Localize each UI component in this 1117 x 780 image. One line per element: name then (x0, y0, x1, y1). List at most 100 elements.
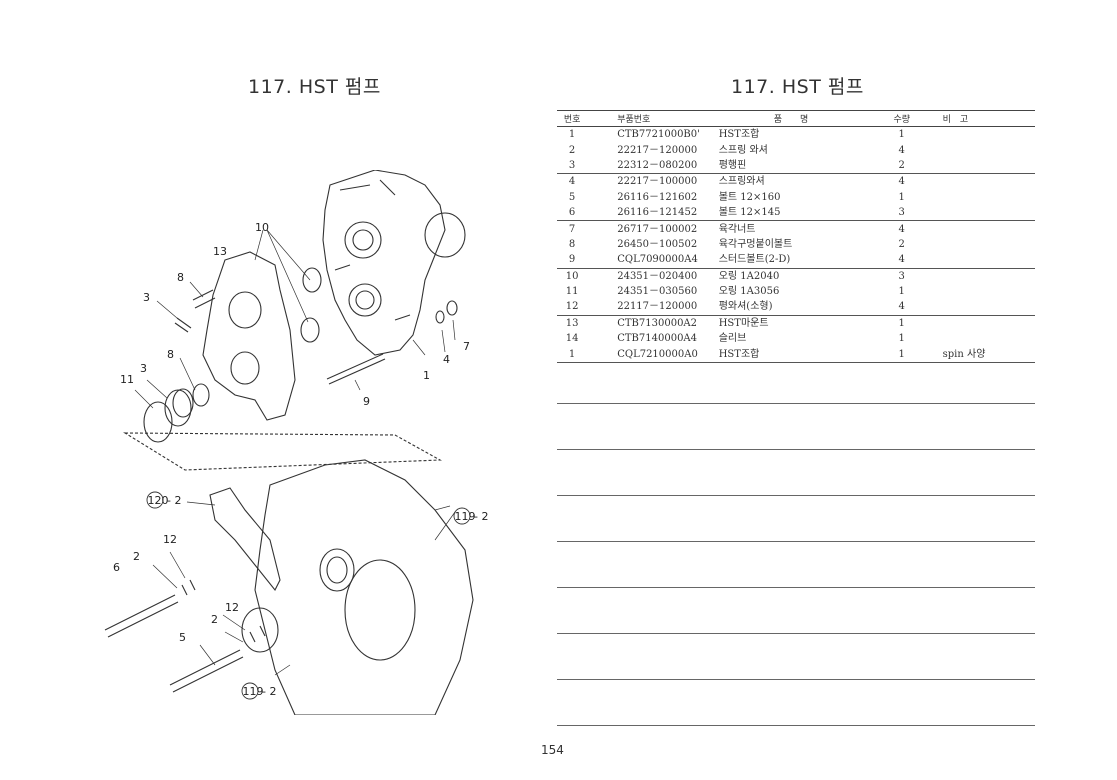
blank-row-rule (557, 495, 1035, 496)
row-qty: 4 (885, 252, 918, 269)
row-part-no: 26450－100502 (617, 238, 698, 250)
exploded-parts-diagram: 1 2 2 3 3 4 5 6 7 8 8 9 10 11 12 12 13 1… (104, 170, 488, 715)
row-no: 14 (565, 333, 579, 345)
ref-119b-suffix: - 2 (262, 685, 276, 698)
label-8b: 8 (167, 348, 174, 361)
row-no: 13 (565, 317, 579, 329)
label-8a: 8 (177, 271, 184, 284)
blank-row-rule (557, 587, 1035, 588)
row-no: 1 (568, 129, 576, 141)
pin-3 (174, 317, 192, 333)
row-no: 12 (557, 299, 588, 316)
row-part-no: CQL7210000A0 (587, 346, 719, 363)
label-5: 5 (179, 631, 186, 644)
header-remarks: 비 고 (917, 110, 1035, 127)
row-part-no: 22217－100000 (617, 176, 698, 188)
row-remarks (918, 221, 1035, 237)
row-name: 오링 1A3056 (718, 286, 780, 298)
row-remarks (918, 142, 1035, 157)
row-part-no: CQL7090000A4 (587, 252, 719, 269)
row-no: 2 (568, 144, 576, 156)
table-row: 5 26116－121602 볼트 12×160 1 (557, 190, 1035, 205)
washer-12a (181, 579, 196, 596)
row-remarks (917, 157, 1035, 175)
row-qty: 1 (898, 317, 905, 329)
row-qty: 4 (898, 176, 905, 188)
row-no: 8 (568, 238, 576, 250)
label-12b: 12 (225, 601, 239, 614)
row-part-no: 26116－121452 (587, 204, 719, 222)
page-number: 154 (541, 743, 564, 757)
row-no: 4 (568, 176, 576, 188)
label-1: 1 (423, 369, 430, 382)
table-header-row: 번호 부품번호 품 명 수량 비 고 (557, 110, 1035, 127)
row-remarks (918, 284, 1035, 299)
row-part-no: 22217－120000 (617, 144, 698, 156)
label-13: 13 (213, 245, 227, 258)
blank-row-rule (557, 725, 1035, 726)
bolt-5 (169, 649, 244, 693)
row-name: 스프링와셔 (718, 176, 765, 188)
header-qty: 수량 (885, 110, 918, 127)
row-part-no: CTB7721000B0' (617, 129, 700, 141)
row-remarks (918, 268, 1035, 284)
sleeve-14 (164, 389, 192, 427)
blank-row-rule (557, 633, 1035, 634)
row-no: 6 (557, 204, 588, 222)
row-remarks: spin 사양 (917, 346, 1035, 363)
table-row: 4 22217－100000 스프링와셔 4 (557, 174, 1035, 190)
o-ring-10a (302, 267, 322, 293)
row-remarks (918, 190, 1035, 205)
row-part-no: 26717－100002 (617, 223, 698, 235)
row-name: 육각구멍붙이볼트 (718, 238, 793, 250)
row-remarks (917, 299, 1035, 316)
row-remarks (918, 174, 1035, 190)
header-no: 번호 (557, 110, 588, 127)
hst-pump-assembly (322, 170, 446, 356)
row-name: 평행핀 (718, 157, 886, 175)
row-part-no: 26116－121602 (617, 191, 698, 203)
row-part-no: 24351－020400 (617, 270, 698, 282)
row-part-no: 24351－030560 (617, 286, 698, 298)
row-name: 평와셔(소형) (718, 299, 886, 316)
ref-119b: 119 (243, 685, 264, 698)
row-remarks (918, 315, 1035, 331)
row-remarks (917, 252, 1035, 269)
page-title-left: 117. HST 펌프 (248, 76, 381, 98)
row-remarks (917, 204, 1035, 222)
label-3b: 3 (140, 362, 147, 375)
row-qty: 3 (898, 270, 905, 282)
row-no: 9 (557, 252, 588, 269)
row-no: 5 (568, 191, 576, 203)
row-qty: 1 (898, 191, 905, 203)
blank-row-rule (557, 449, 1035, 450)
blank-row-rule (557, 403, 1035, 404)
row-remarks (918, 331, 1035, 346)
stud-bolt-9 (326, 353, 386, 385)
header-part-no: 부품번호 (587, 110, 719, 127)
label-2b: 2 (211, 613, 218, 626)
row-name: HST조합 (718, 129, 760, 141)
row-part-no: 22312－080200 (587, 157, 719, 175)
o-ring-11 (143, 401, 173, 443)
row-name: HST마운트 (718, 317, 769, 329)
row-name: 볼트 12×160 (718, 191, 781, 203)
ref-120: 120 (148, 494, 169, 507)
label-4: 4 (443, 353, 450, 366)
row-qty: 1 (898, 286, 905, 298)
label-7: 7 (463, 340, 470, 353)
row-name: 스프링 와셔 (718, 144, 768, 156)
row-part-no: 22117－120000 (587, 299, 719, 316)
